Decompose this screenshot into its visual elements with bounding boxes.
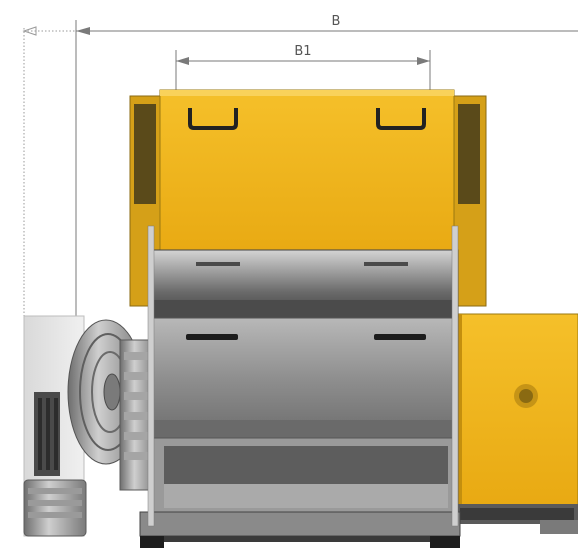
pulley-icon: [67, 319, 157, 491]
drive-motor-icon: [23, 479, 87, 537]
slot-right-icon: [374, 334, 426, 340]
dimension-b-label: B: [332, 14, 341, 29]
handle-left-icon: [188, 108, 238, 130]
dimension-b1-label: B1: [294, 44, 311, 59]
side-cabinet-icon: [455, 313, 578, 534]
dimension-b1: B1: [175, 44, 431, 90]
cutting-drum-icon: [139, 225, 461, 548]
handle-right-icon: [376, 108, 426, 130]
hopper-icon: [129, 89, 487, 307]
slot-left-icon: [186, 334, 238, 340]
